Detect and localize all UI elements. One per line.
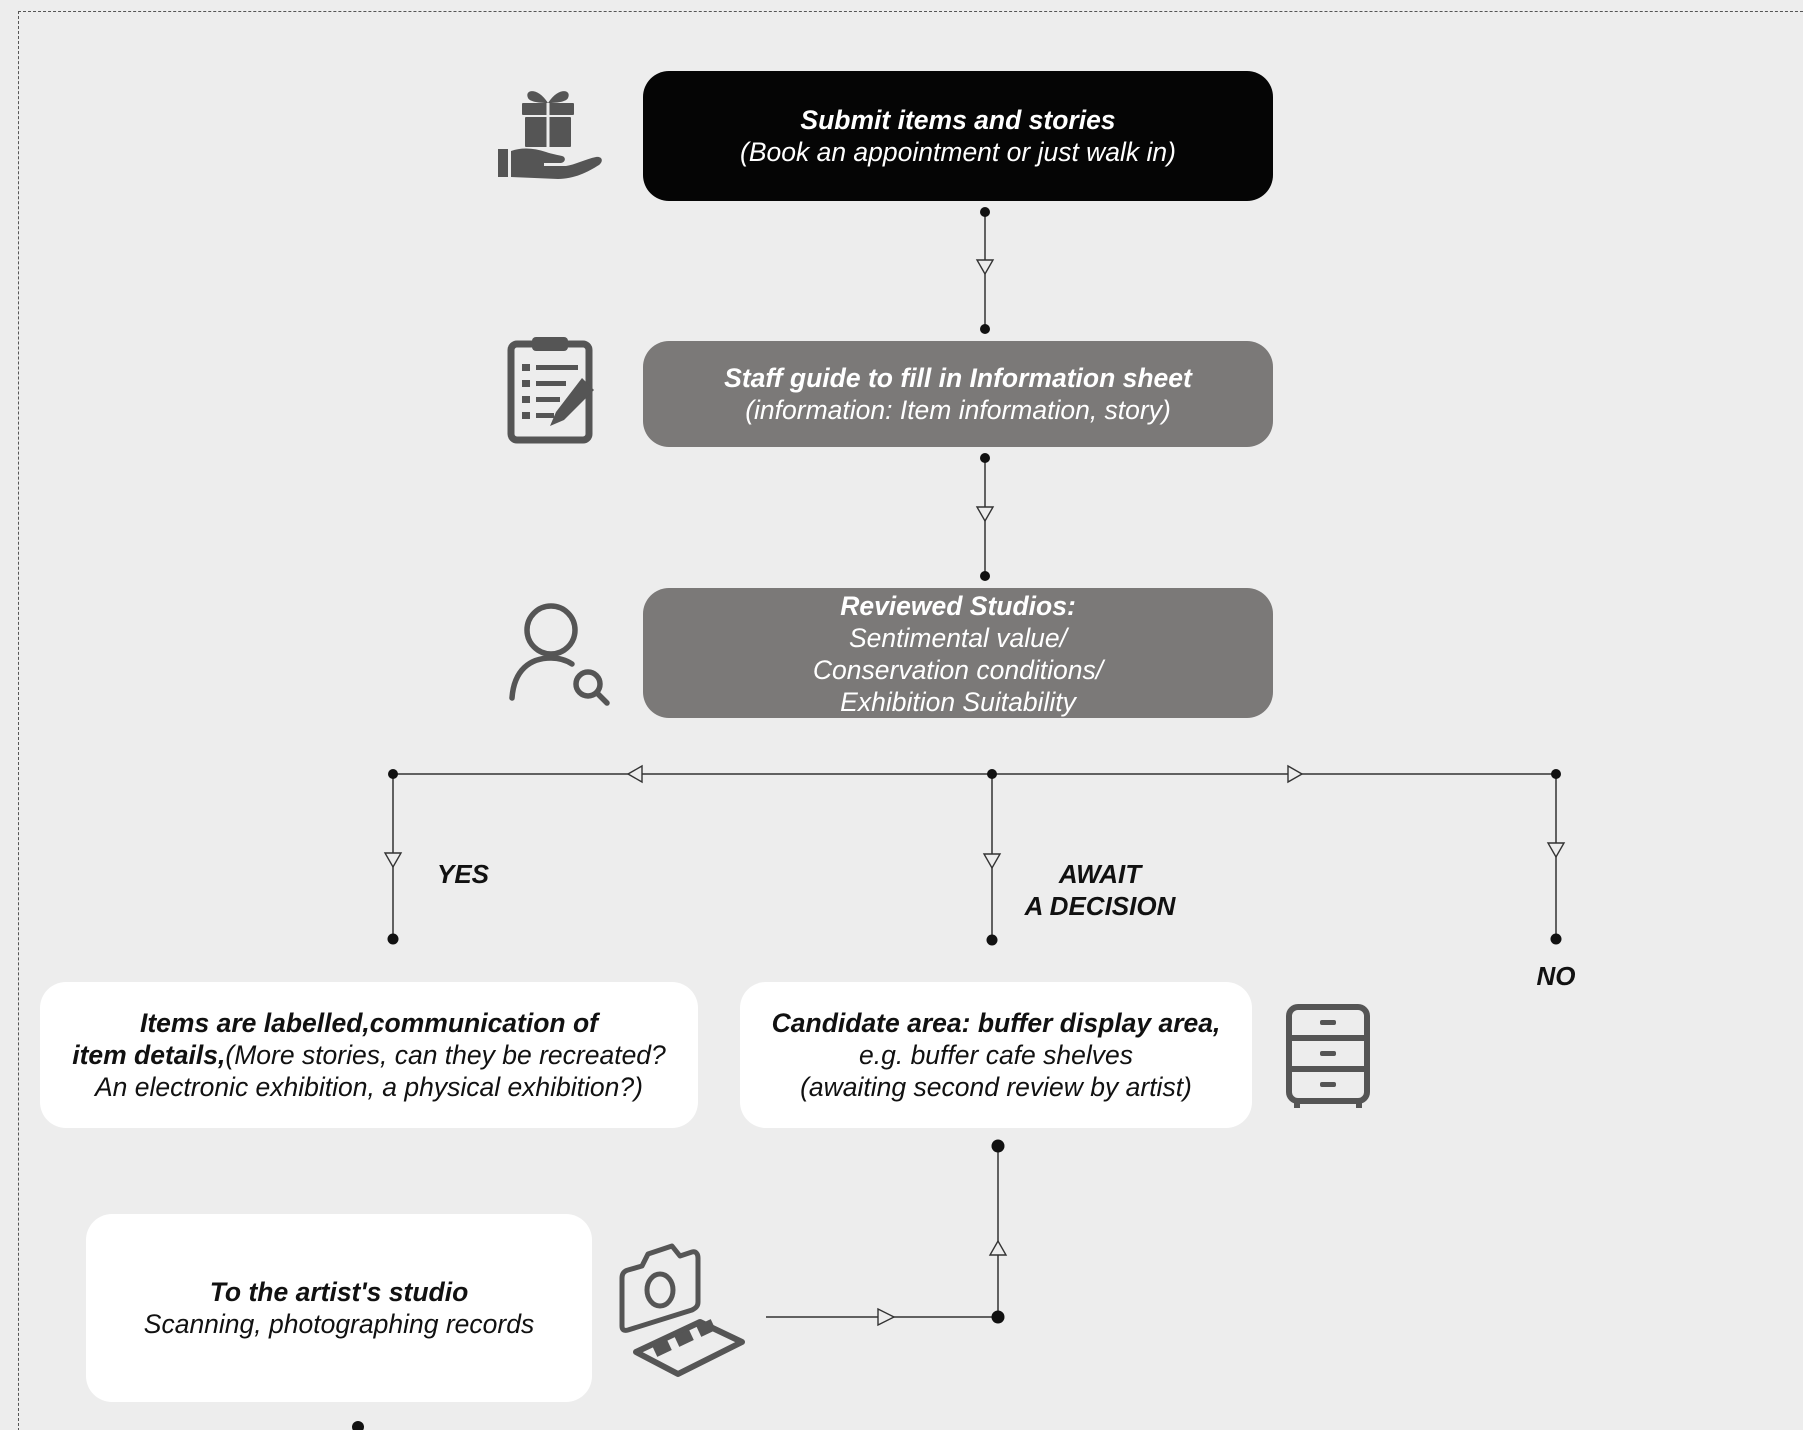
- staff-guide-box: Staff guide to fill in Information sheet…: [643, 341, 1273, 447]
- candidate-area-line3: (awaiting second review by artist): [800, 1072, 1192, 1102]
- candidate-area-line2: e.g. buffer cafe shelves: [859, 1040, 1133, 1070]
- staff-guide-title: Staff guide to fill in Information sheet: [724, 363, 1192, 393]
- item-details-rest: (More stories, can they be recreated?: [225, 1040, 666, 1070]
- drawer-cabinet-icon: [1286, 1004, 1370, 1108]
- staff-guide-subtitle: (information: Item information, story): [745, 395, 1171, 425]
- branch-label-await-line1: AWAIT: [1058, 859, 1142, 889]
- gift-in-hand-icon: [498, 91, 602, 179]
- artist-studio-title: To the artist's studio: [209, 1277, 469, 1307]
- reviewed-studios-box: Reviewed Studios: Sentimental value/ Con…: [643, 588, 1273, 718]
- review-criterion: Conservation conditions/: [812, 655, 1104, 685]
- submit-items-subtitle: (Book an appointment or just walk in): [740, 137, 1176, 167]
- branch-label-await-line2: A DECISION: [1024, 891, 1176, 921]
- branch-label-await: AWAIT A DECISION: [1010, 858, 1190, 922]
- submit-items-box: Submit items and stories (Book an appoin…: [643, 71, 1273, 201]
- review-criterion: Exhibition Suitability: [840, 687, 1076, 717]
- artist-studio-subtitle: Scanning, photographing records: [143, 1309, 535, 1339]
- artist-studio-box: To the artist's studio Scanning, photogr…: [86, 1214, 592, 1402]
- dashed-frame: [18, 11, 1803, 1430]
- branch-label-no: NO: [1536, 961, 1576, 991]
- item-details-bold: item details,: [72, 1040, 226, 1070]
- branch-label-yes: YES: [436, 859, 490, 889]
- items-labelled-line3: An electronic exhibition, a physical exh…: [95, 1072, 643, 1102]
- camera-scanner-icon: [619, 1243, 745, 1377]
- reviewed-studios-title: Reviewed Studios:: [840, 591, 1076, 621]
- candidate-area-title: Candidate area: buffer display area,: [771, 1008, 1221, 1038]
- user-search-icon: [509, 603, 610, 706]
- items-labelled-line2: item details,(More stories, can they be …: [72, 1039, 666, 1071]
- submit-items-title: Submit items and stories: [800, 105, 1116, 135]
- items-labelled-title: Items are labelled,communication of: [140, 1008, 598, 1038]
- clipboard-pencil-icon: [507, 337, 594, 444]
- candidate-area-box: Candidate area: buffer display area, e.g…: [740, 982, 1252, 1128]
- review-criterion: Sentimental value/: [848, 623, 1068, 653]
- items-labelled-box: Items are labelled,communication of item…: [40, 982, 698, 1128]
